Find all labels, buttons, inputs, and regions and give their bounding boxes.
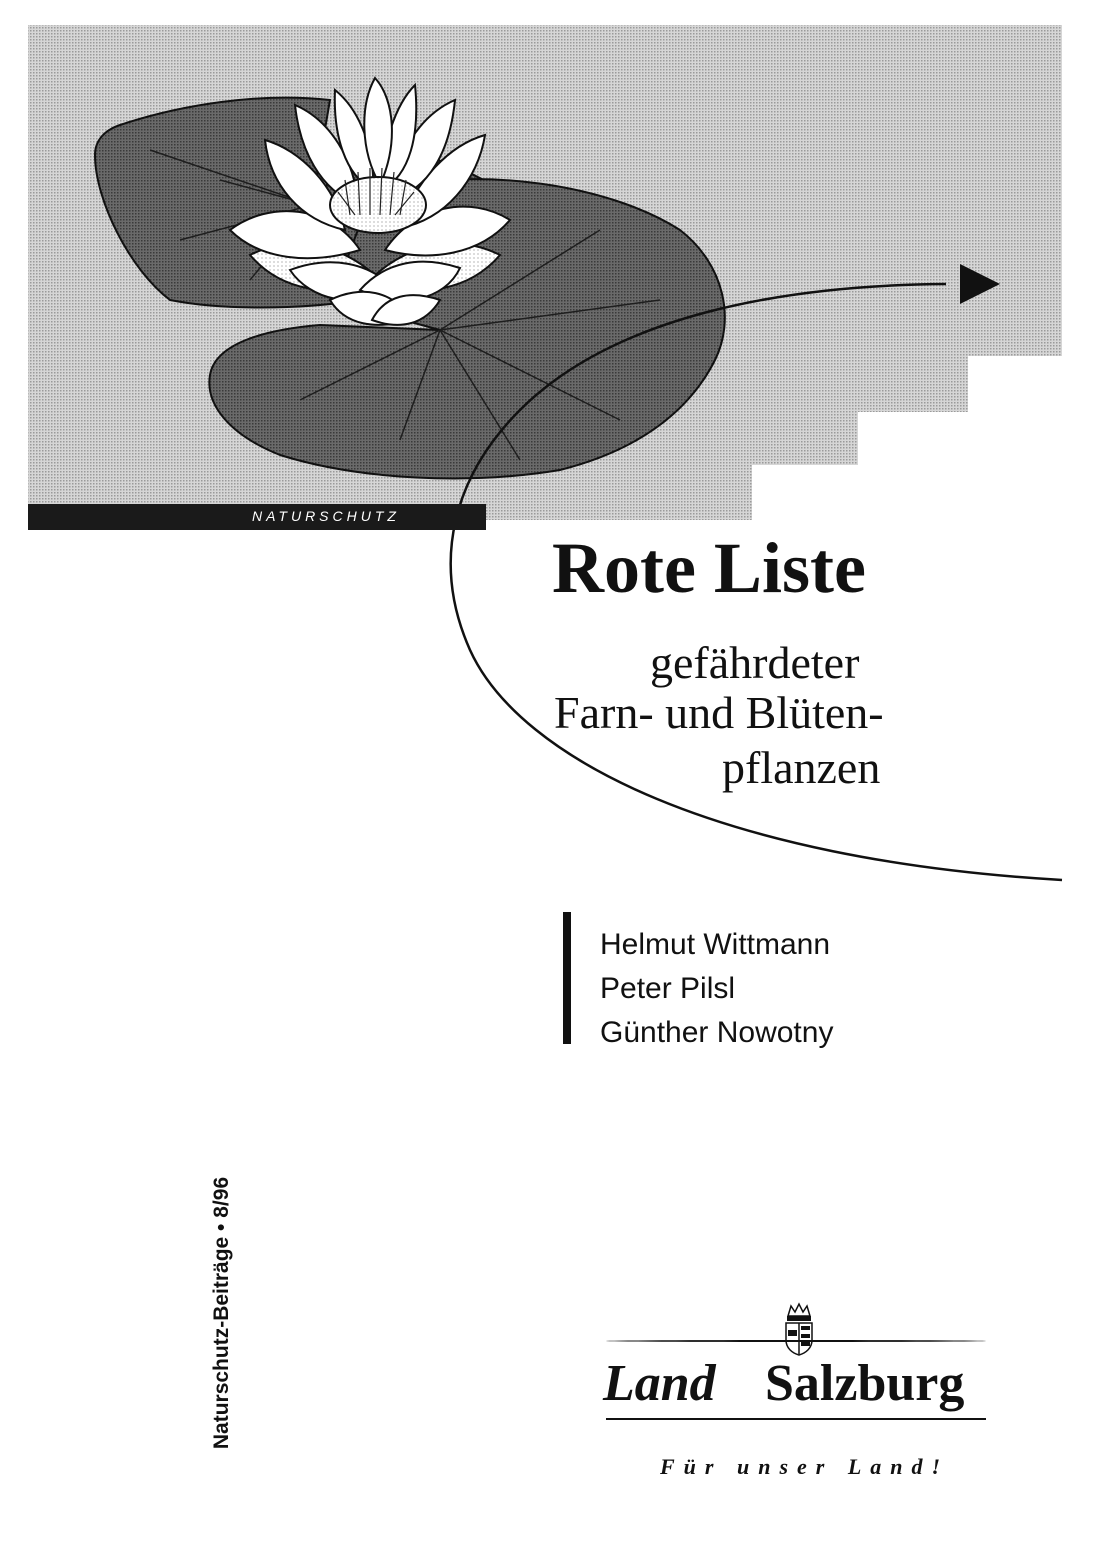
author-3: Günther Nowotny <box>600 1016 834 1049</box>
stamen-cluster <box>337 167 415 216</box>
subtitle-line-2: Farn- und Blüten- <box>554 687 884 738</box>
logo-salzburg: Salzburg <box>765 1355 965 1412</box>
series-band <box>28 504 486 530</box>
series-label: NATURSCHUTZ <box>252 508 400 524</box>
water-lily-icon <box>228 76 512 326</box>
arrow-right-icon <box>960 264 1000 304</box>
logo-rule-bottom <box>606 1418 986 1420</box>
subtitle-line-3: pflanzen <box>722 742 881 793</box>
logo-land: Land <box>603 1355 716 1412</box>
spine-text: Naturschutz-Beiträge • 8/96 <box>210 1176 233 1450</box>
subtitle-line-1: gefährdeter <box>650 637 860 688</box>
logo-tagline: Für unser Land! <box>660 1454 950 1479</box>
arrow-curve <box>449 282 1063 882</box>
author-2: Peter Pilsl <box>600 972 736 1005</box>
page-title: Rote Liste <box>552 528 866 608</box>
logo-rule-top <box>606 1340 986 1342</box>
author-bar <box>563 912 571 1044</box>
lily-pad-front <box>208 178 726 480</box>
coat-of-arms-icon <box>785 1302 813 1356</box>
cover-illustration <box>28 25 1063 882</box>
author-1: Helmut Wittmann <box>600 928 831 961</box>
